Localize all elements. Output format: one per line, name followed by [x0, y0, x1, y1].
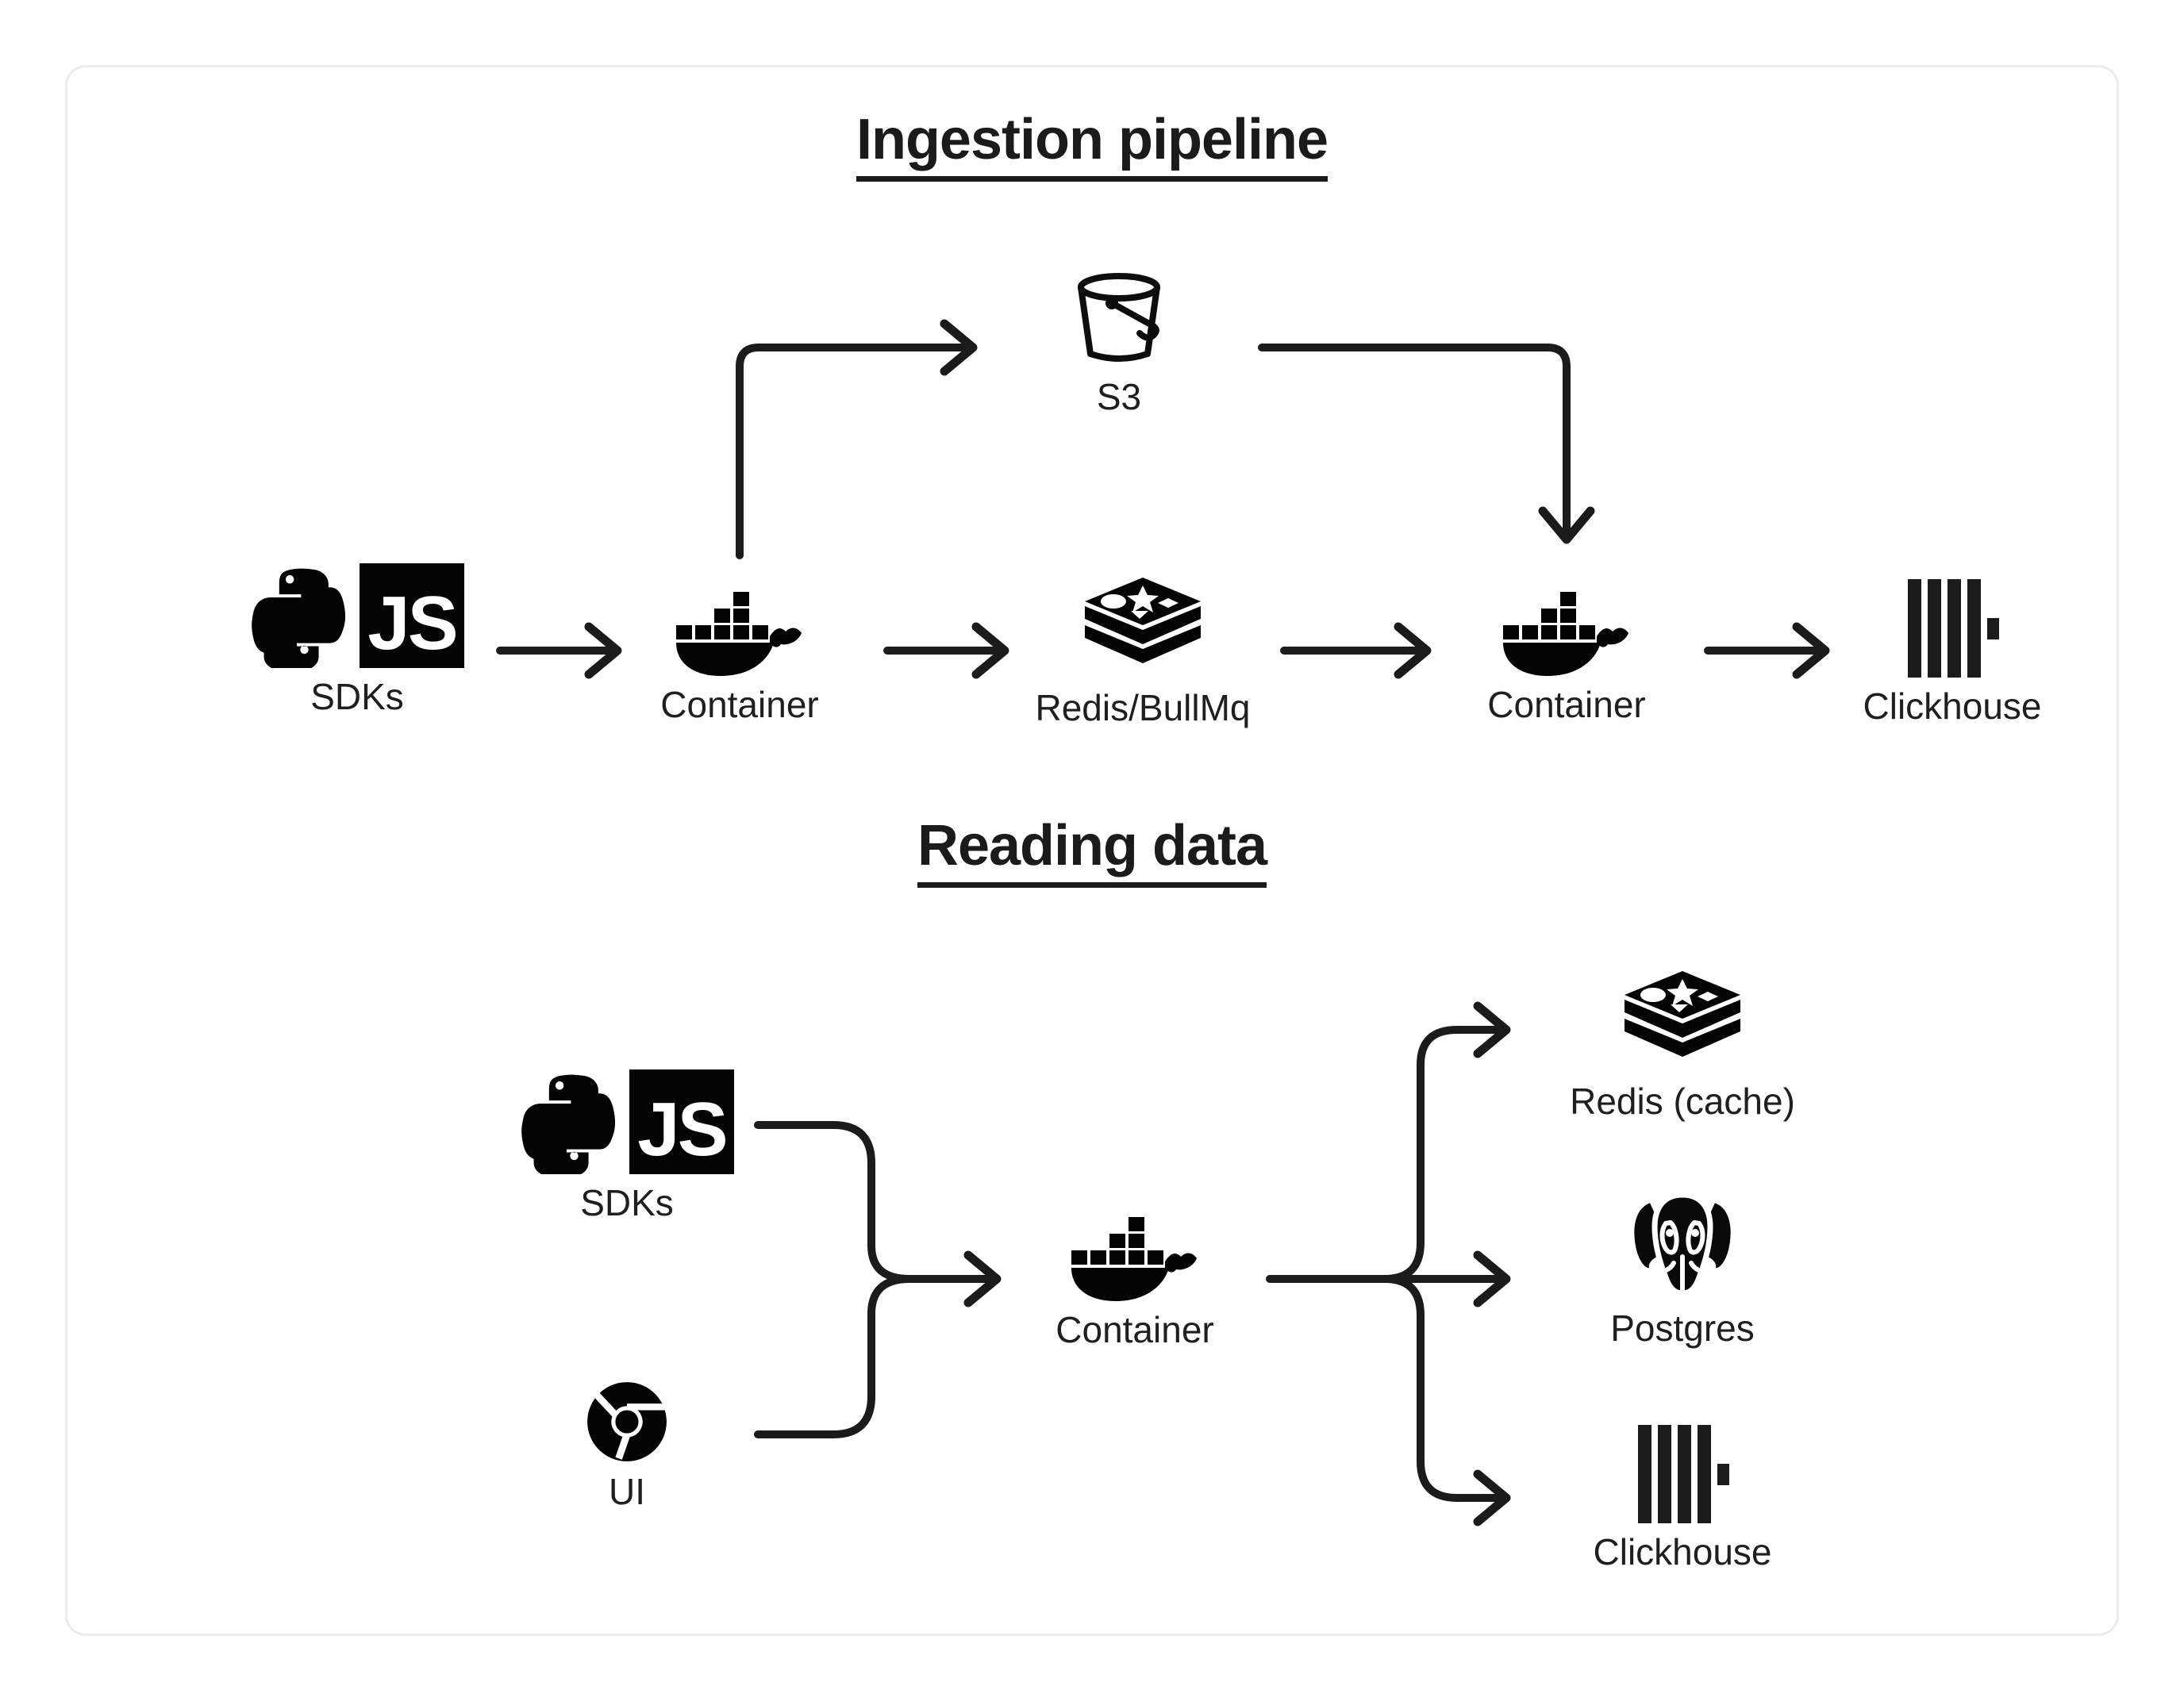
node-clickhouse-bottom[interactable]: Clickhouse [1555, 1425, 1809, 1571]
node-ui[interactable]: UI [556, 1380, 698, 1511]
clickhouse-bars-icon [1635, 1425, 1730, 1523]
node-label-s3: S3 [1096, 376, 1142, 417]
redis-stack-icon [1623, 970, 1742, 1073]
section-title-ingestion-text: Ingestion pipeline [856, 111, 1328, 182]
docker-whale-icon [1503, 587, 1630, 676]
js-badge-text: JS [637, 1087, 728, 1172]
python-js-sdk-icon: JS [520, 1069, 734, 1174]
node-label-clickhouse-top: Clickhouse [1863, 685, 2042, 727]
node-sdks-top[interactable]: JS SDKs [238, 563, 476, 716]
node-s3[interactable]: S3 [1024, 270, 1214, 416]
chrome-icon [586, 1380, 668, 1463]
javascript-icon: JS [629, 1069, 734, 1174]
node-sdks-bottom[interactable]: JS SDKs [508, 1069, 746, 1222]
redis-stack-icon [1083, 576, 1202, 679]
node-label-postgres: Postgres [1610, 1307, 1755, 1349]
node-label-container-2: Container [1487, 684, 1646, 725]
js-badge-text: JS [367, 581, 458, 666]
python-icon [521, 1074, 616, 1174]
node-container-1[interactable]: Container [644, 587, 835, 724]
node-postgres[interactable]: Postgres [1555, 1188, 1809, 1347]
clickhouse-bars-icon [1905, 579, 2000, 678]
python-js-sdk-icon: JS [250, 563, 464, 668]
docker-whale-icon [676, 587, 803, 676]
diagram-card [65, 65, 2119, 1636]
node-label-redis-bullmq: Redis/BullMq [1035, 687, 1251, 728]
node-label-sdks-bottom: SDKs [580, 1182, 674, 1223]
node-label-ui: UI [609, 1471, 645, 1512]
node-redis-bullmq[interactable]: Redis/BullMq [1008, 576, 1278, 727]
node-label-clickhouse-bottom: Clickhouse [1593, 1531, 1772, 1572]
postgres-elephant-icon [1625, 1188, 1740, 1300]
node-redis-cache[interactable]: Redis (cache) [1532, 970, 1833, 1120]
section-title-reading: Reading data [0, 817, 2184, 888]
section-title-ingestion: Ingestion pipeline [0, 111, 2184, 182]
node-container-3[interactable]: Container [1040, 1212, 1230, 1349]
node-clickhouse-top[interactable]: Clickhouse [1841, 579, 2063, 725]
node-container-2[interactable]: Container [1471, 587, 1662, 724]
section-title-reading-text: Reading data [917, 817, 1267, 888]
node-label-redis-cache: Redis (cache) [1570, 1081, 1795, 1122]
node-label-container-3: Container [1055, 1309, 1214, 1350]
node-label-sdks-top: SDKs [310, 676, 404, 717]
python-icon [252, 568, 346, 668]
javascript-icon: JS [360, 563, 464, 668]
node-label-container-1: Container [660, 684, 819, 725]
s3-bucket-icon [1067, 270, 1171, 368]
docker-whale-icon [1071, 1212, 1198, 1301]
